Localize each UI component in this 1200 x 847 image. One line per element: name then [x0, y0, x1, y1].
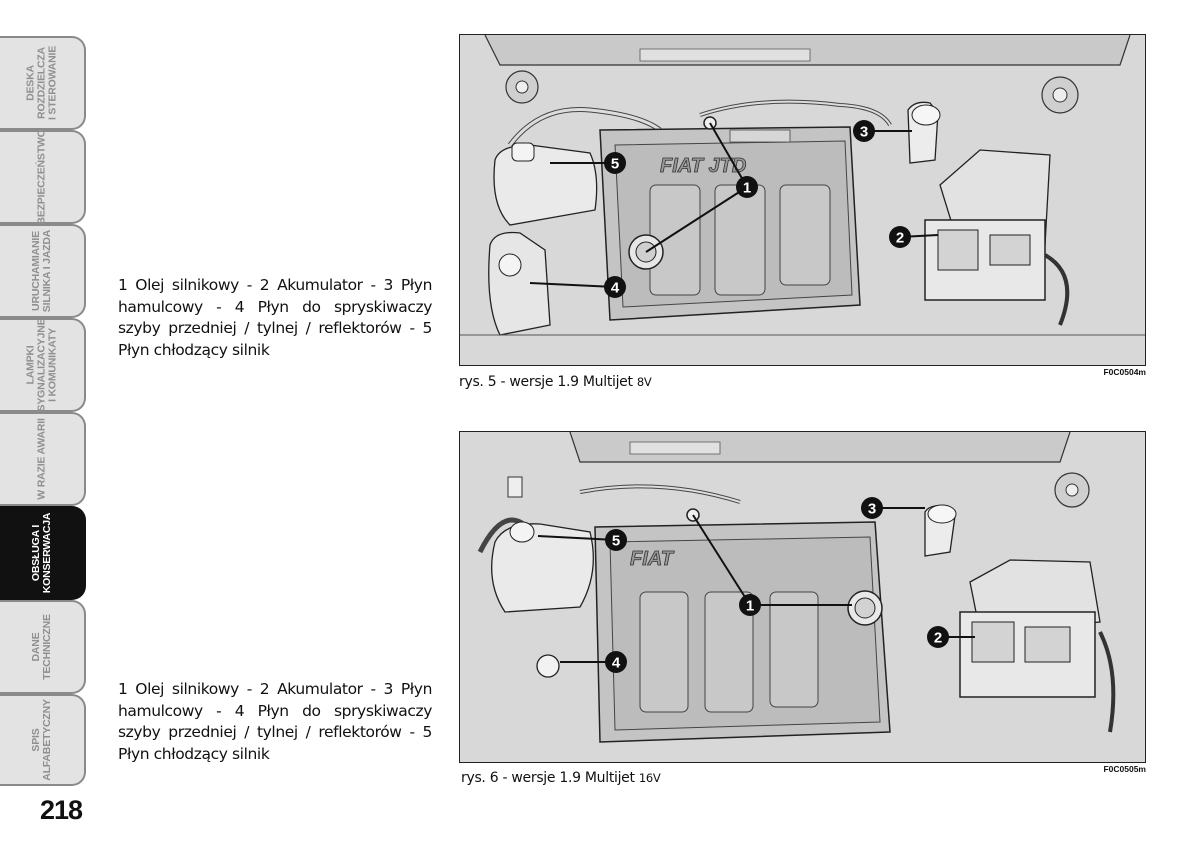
tab-label: BEZPIECZEŃSTWO: [35, 129, 48, 225]
legend-text-fig6: 1 Olej silnikowy - 2 Akumulator - 3 Płyn…: [118, 679, 432, 765]
figure-caption-version: 8V: [636, 375, 652, 389]
figure-caption-text: rys. 5 - wersje 1.9 Multijet: [459, 374, 633, 390]
callout-5-coolant: 5: [604, 152, 626, 174]
svg-text:1: 1: [743, 180, 751, 197]
tab-label: DANE TECHNICZNE: [30, 614, 53, 680]
svg-text:1: 1: [746, 598, 754, 615]
figure-rys6-engine-bay: FIAT 1 2 3 4 5: [459, 431, 1146, 763]
figure-caption-text: rys. 6 - wersje 1.9 Multijet: [461, 770, 635, 786]
svg-text:2: 2: [896, 230, 904, 247]
figure-caption-rys5: rys. 5 - wersje 1.9 Multijet 8V: [459, 374, 652, 390]
legend-paragraph: 1 Olej silnikowy - 2 Akumulator - 3 Płyn…: [118, 680, 432, 763]
callout-5-coolant: 5: [605, 529, 627, 551]
callout-3-brake-fluid: 3: [861, 497, 883, 519]
engine-logo: FIAT JTD: [660, 155, 746, 177]
callout-3-brake-fluid: 3: [853, 120, 875, 142]
tab-deska-rozdzielcza[interactable]: DESKA ROZDZIELCZA I STEROWANIE: [0, 36, 86, 130]
legend-text-fig5: 1 Olej silnikowy - 2 Akumulator - 3 Płyn…: [118, 275, 432, 361]
tab-label: SPIS ALFABETYCZNY: [30, 699, 53, 781]
tab-obsluga-i-konserwacja[interactable]: OBSŁUGA I KONSERWACJA: [0, 506, 86, 600]
svg-text:5: 5: [612, 533, 620, 550]
tab-label: OBSŁUGA I KONSERWACJA: [30, 512, 53, 594]
tab-lampki[interactable]: LAMPKI SYGNALIZACYJNE I KOMUNIKATY: [0, 318, 86, 412]
figure-caption-version: 16V: [638, 771, 661, 785]
svg-text:5: 5: [611, 156, 619, 173]
figure-caption-rys6: rys. 6 - wersje 1.9 Multijet 16V: [461, 770, 661, 786]
tab-w-razie-awarii[interactable]: W RAZIE AWARII: [0, 412, 86, 506]
svg-text:4: 4: [611, 280, 620, 297]
tab-label: URUCHAMIANIE SILNIKA I JAZDA: [30, 229, 53, 313]
svg-text:4: 4: [612, 655, 621, 672]
callout-2-battery: 2: [927, 626, 949, 648]
tab-label: LAMPKI SYGNALIZACYJNE I KOMUNIKATY: [24, 318, 59, 412]
callout-1-oil: 1: [736, 176, 758, 198]
svg-text:2: 2: [934, 630, 942, 647]
callout-4-washer-fluid: 4: [605, 651, 627, 673]
svg-text:3: 3: [860, 124, 868, 141]
engine-bay-illustration: FIAT JTD 1 2 3: [460, 35, 1145, 365]
tab-dane-techniczne[interactable]: DANE TECHNICZNE: [0, 600, 86, 694]
callout-2-battery: 2: [889, 226, 911, 248]
tab-label: W RAZIE AWARII: [35, 418, 48, 500]
callout-4-washer-fluid: 4: [604, 276, 626, 298]
callout-1-oil: 1: [739, 594, 761, 616]
page-number: 218: [40, 795, 83, 825]
figure-rys5-engine-bay: FIAT JTD 1 2 3: [459, 34, 1146, 366]
tab-bezpieczenstwo[interactable]: BEZPIECZEŃSTWO: [0, 129, 86, 225]
figure-code: F0C0504m: [1103, 367, 1146, 377]
figure-code: F0C0505m: [1103, 764, 1146, 774]
tab-spis-alfabetyczny[interactable]: SPIS ALFABETYCZNY: [0, 694, 86, 786]
engine-bay-illustration: FIAT 1 2 3 4 5: [460, 432, 1145, 762]
tab-uruchamianie[interactable]: URUCHAMIANIE SILNIKA I JAZDA: [0, 224, 86, 318]
engine-logo: FIAT: [630, 548, 675, 570]
svg-text:3: 3: [868, 501, 876, 518]
tab-label: DESKA ROZDZIELCZA I STEROWANIE: [24, 45, 59, 121]
legend-paragraph: 1 Olej silnikowy - 2 Akumulator - 3 Płyn…: [118, 276, 432, 359]
